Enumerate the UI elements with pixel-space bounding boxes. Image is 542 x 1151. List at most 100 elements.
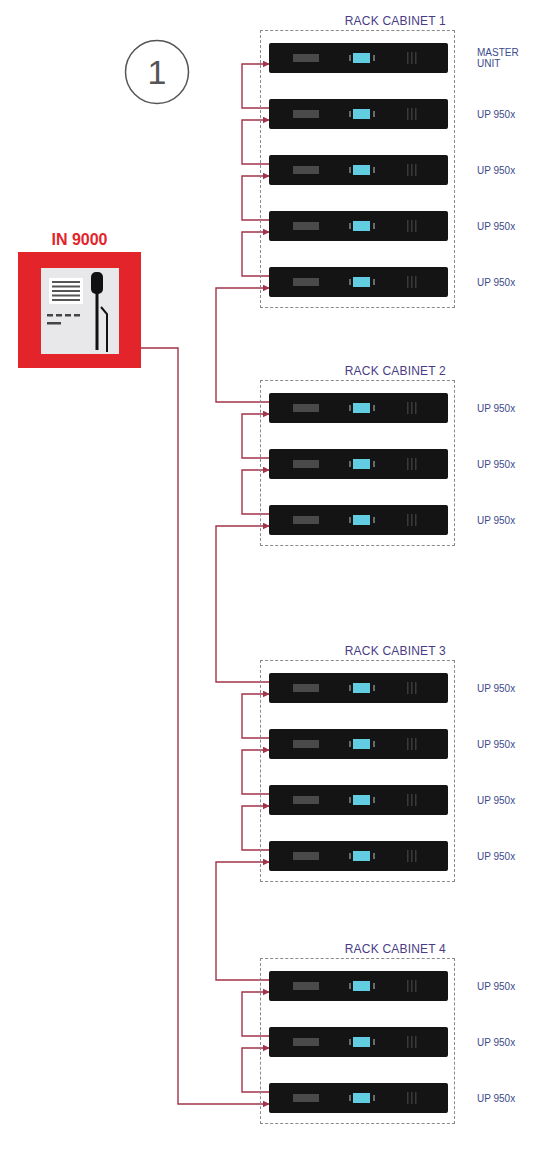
amplifier-tick xyxy=(373,517,375,523)
amplifier-front xyxy=(269,673,448,703)
amplifier-body xyxy=(269,841,448,871)
amplifier-vent xyxy=(407,164,409,176)
amplifier-display xyxy=(293,1038,319,1046)
amplifier-front xyxy=(269,729,448,759)
amplifier-vent xyxy=(407,108,409,120)
screen-line xyxy=(52,286,80,288)
unit-label: UP 950x xyxy=(477,109,529,120)
amplifier-front xyxy=(269,841,448,871)
amplifier-display xyxy=(293,404,319,412)
amplifier-vent xyxy=(415,164,417,176)
amplifier-display xyxy=(293,684,319,692)
amplifier-vent xyxy=(411,850,413,862)
signal-link xyxy=(242,1048,269,1092)
unit-label: UP 950x xyxy=(477,739,529,750)
unit-label: UP 950x xyxy=(477,221,529,232)
microphone-head xyxy=(91,272,103,294)
amplifier-led xyxy=(353,221,370,231)
amplifier-unit: UP 950x xyxy=(269,785,448,815)
console-key xyxy=(47,322,61,325)
amplifier-tick xyxy=(373,223,375,229)
amplifier-display xyxy=(293,796,319,804)
amplifier-unit: UP 950x xyxy=(269,841,448,871)
amplifier-unit: UP 950x xyxy=(269,673,448,703)
amplifier-led xyxy=(353,981,370,991)
amplifier-tick xyxy=(349,517,351,523)
amplifier-vent xyxy=(407,850,409,862)
amplifier-vent xyxy=(415,980,417,992)
amplifier-led xyxy=(353,683,370,693)
unit-label: UP 950x xyxy=(477,277,529,288)
amplifier-front xyxy=(269,155,448,185)
amplifier-unit: UP 950x xyxy=(269,99,448,129)
amplifier-led xyxy=(353,53,370,63)
amplifier-body xyxy=(269,1083,448,1113)
signal-link xyxy=(242,806,269,850)
amplifier-body xyxy=(269,673,448,703)
signal-link xyxy=(242,120,269,164)
signal-link xyxy=(242,64,269,108)
amplifier-tick xyxy=(349,223,351,229)
amplifier-tick xyxy=(349,167,351,173)
amplifier-unit: UP 950x xyxy=(269,155,448,185)
callout-number: 1 xyxy=(148,53,167,92)
amplifier-tick xyxy=(349,279,351,285)
amplifier-tick xyxy=(349,853,351,859)
amplifier-tick xyxy=(373,1039,375,1045)
amplifier-led xyxy=(353,277,370,287)
screen-line xyxy=(52,290,80,292)
amplifier-tick xyxy=(373,461,375,467)
amplifier-tick xyxy=(349,797,351,803)
amplifier-vent xyxy=(415,108,417,120)
amplifier-tick xyxy=(373,797,375,803)
amplifier-unit: UP 950x xyxy=(269,1083,448,1113)
amplifier-tick xyxy=(349,405,351,411)
microphone-stalk xyxy=(96,290,99,350)
device-box xyxy=(18,252,141,368)
unit-label: MASTER UNIT xyxy=(477,47,529,69)
amplifier-vent xyxy=(407,514,409,526)
unit-label: UP 950x xyxy=(477,403,529,414)
amplifier-display xyxy=(293,516,319,524)
amplifier-body xyxy=(269,729,448,759)
amplifier-vent xyxy=(411,52,413,64)
amplifier-tick xyxy=(373,279,375,285)
amplifier-vent xyxy=(411,164,413,176)
amplifier-led xyxy=(353,739,370,749)
amplifier-vent xyxy=(407,458,409,470)
unit-label: UP 950x xyxy=(477,851,529,862)
microphone-cable xyxy=(101,307,107,352)
screen-line xyxy=(52,281,80,283)
amplifier-tick xyxy=(349,1095,351,1101)
amplifier-front xyxy=(269,449,448,479)
cabinet-title: RACK CABINET 4 xyxy=(345,942,446,956)
amplifier-tick xyxy=(349,461,351,467)
amplifier-vent xyxy=(411,458,413,470)
amplifier-vent xyxy=(415,1092,417,1104)
callout-circle: 1 xyxy=(124,39,190,105)
amplifier-vent xyxy=(411,738,413,750)
amplifier-tick xyxy=(373,167,375,173)
amplifier-front xyxy=(269,505,448,535)
rack-cabinet: RACK CABINET 3UP 950xUP 950xUP 950xUP 95… xyxy=(260,660,455,882)
signal-link xyxy=(242,750,269,794)
amplifier-vent xyxy=(407,52,409,64)
amplifier-vent xyxy=(411,1092,413,1104)
amplifier-led xyxy=(353,403,370,413)
amplifier-front xyxy=(269,1027,448,1057)
unit-label: UP 950x xyxy=(477,795,529,806)
amplifier-unit: MASTER UNIT xyxy=(269,43,448,73)
amplifier-vent xyxy=(407,738,409,750)
amplifier-vent xyxy=(411,682,413,694)
amplifier-led xyxy=(353,851,370,861)
amplifier-tick xyxy=(349,1039,351,1045)
cabinet-title: RACK CABINET 1 xyxy=(345,14,446,28)
amplifier-vent xyxy=(415,402,417,414)
amplifier-display xyxy=(293,110,319,118)
device-label: IN 9000 xyxy=(18,230,141,250)
amplifier-vent xyxy=(411,402,413,414)
amplifier-led xyxy=(353,1037,370,1047)
amplifier-display xyxy=(293,852,319,860)
screen-line xyxy=(52,299,80,301)
amplifier-display xyxy=(293,278,319,286)
